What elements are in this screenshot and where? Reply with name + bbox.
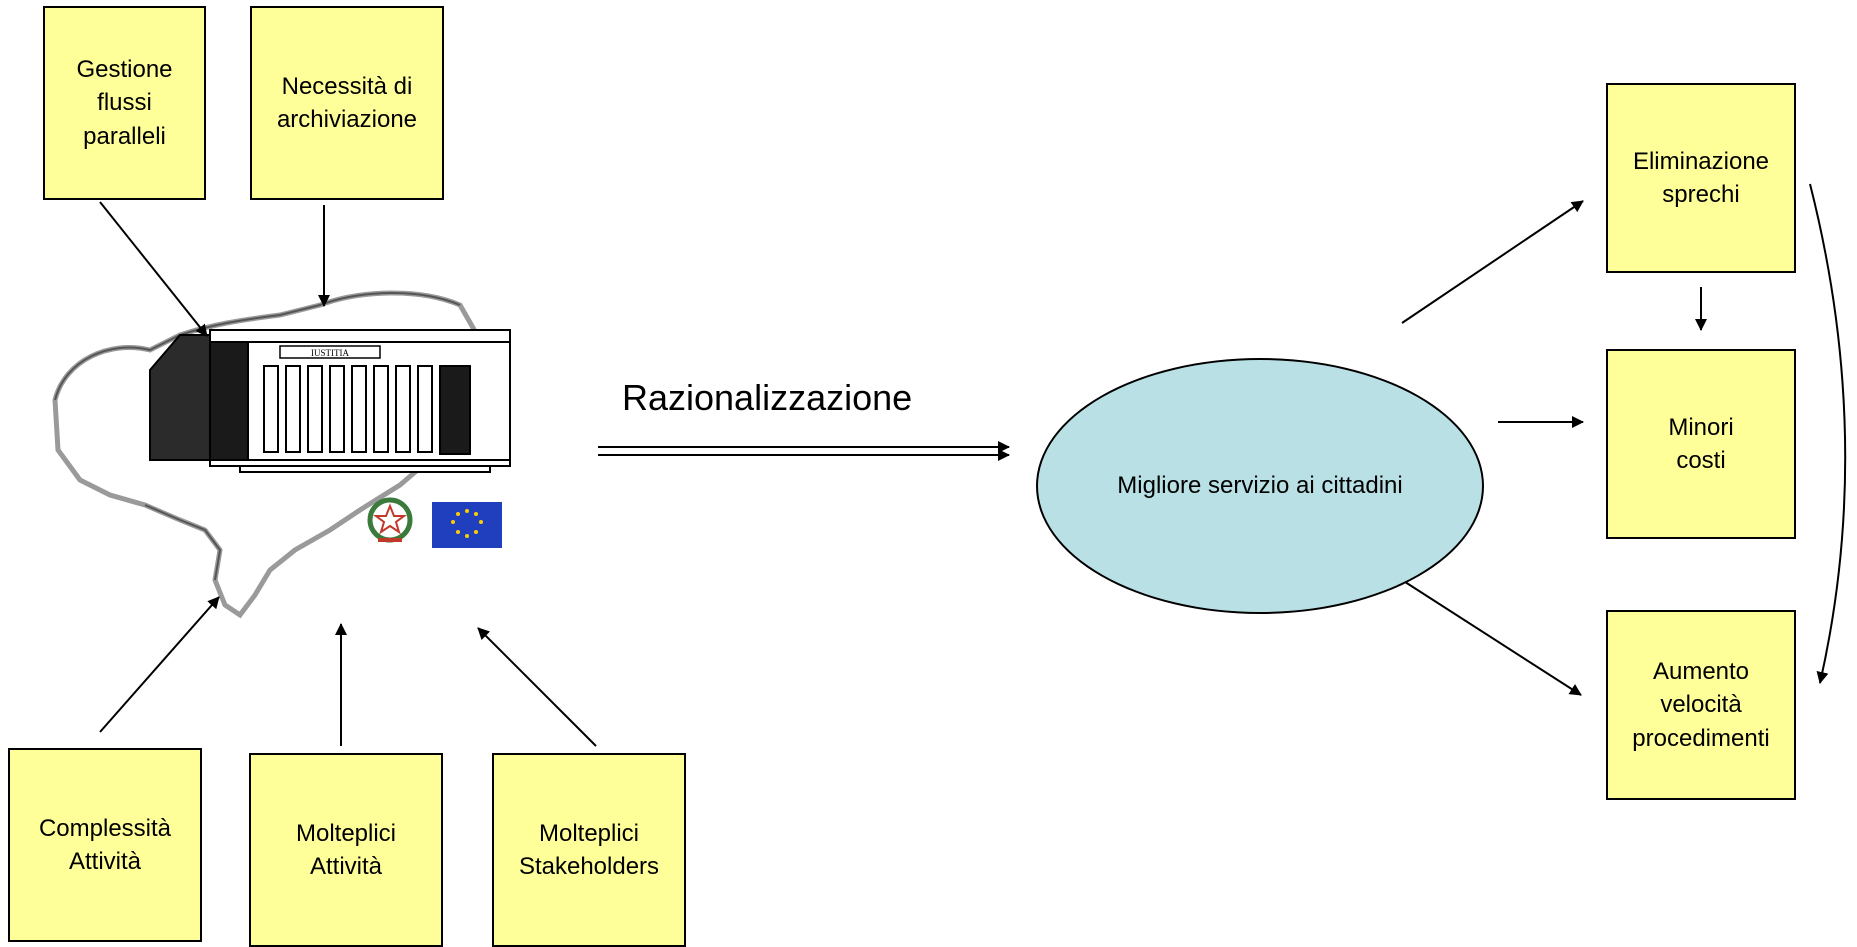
arrow-complessita	[99, 596, 220, 733]
arrow-eliminazione-to-aumento	[1809, 183, 1847, 684]
eu-flag-icon	[432, 502, 502, 548]
note-aumento-velocita: Aumento velocità procedimenti	[1606, 610, 1796, 800]
italian-emblem-icon	[367, 497, 413, 543]
courthouse-icon: IUSTITIA	[149, 329, 511, 473]
razionalizzazione-label: Razionalizzazione	[622, 377, 913, 418]
note-minori-costi: Minori costi	[1606, 349, 1796, 539]
note-gestione-flussi: Gestione flussi paralleli	[43, 6, 206, 200]
arrow-gestione	[99, 201, 208, 337]
arrow-to-aumento	[1401, 579, 1582, 696]
note-molteplici-stakeholders: Molteplici Stakeholders	[492, 753, 686, 947]
note-molteplici-attivita: Molteplici Attività	[249, 753, 443, 947]
arrow-molteplici-stakeholders	[477, 627, 597, 747]
note-necessita-archiviazione: Necessità di archiviazione	[250, 6, 444, 200]
courthouse-illustration: IUSTITIA	[52, 290, 511, 619]
ellipse-label: Migliore servizio ai cittadini	[1117, 472, 1403, 499]
ellipse-migliore-servizio: Migliore servizio ai cittadini	[1036, 358, 1484, 614]
arrow-to-eliminazione	[1401, 200, 1584, 324]
note-complessita-attivita: Complessità Attività	[8, 748, 202, 942]
building-inscription: IUSTITIA	[311, 348, 349, 358]
note-eliminazione-sprechi: Eliminazione sprechi	[1606, 83, 1796, 273]
